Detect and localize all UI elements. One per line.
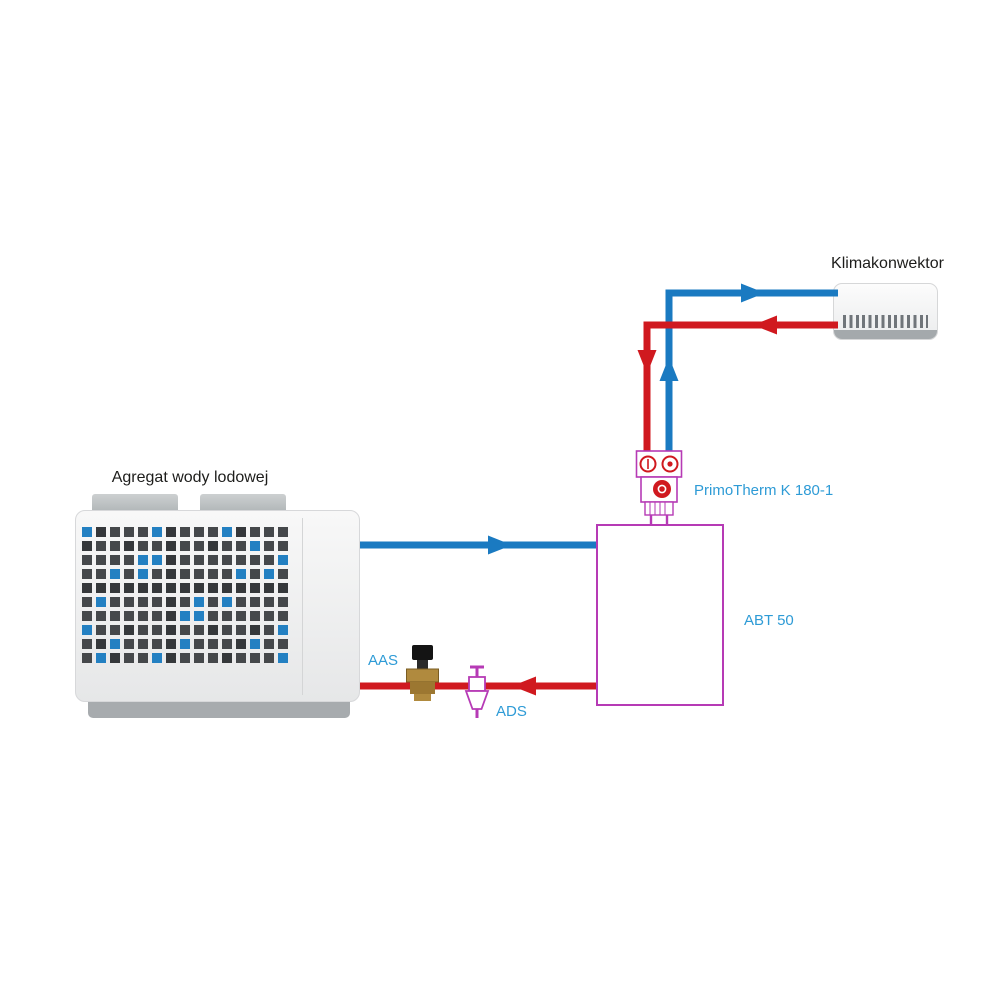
- pump-group-label: PrimoTherm K 180-1: [694, 482, 834, 499]
- flow-arrow-return: [512, 676, 536, 696]
- flow-arrow-top-supply: [741, 283, 765, 303]
- pipe-riser-blue: [665, 289, 838, 452]
- aas-valve: [406, 645, 439, 701]
- fan-coil-label: Klimakonwektor: [831, 255, 944, 272]
- flow-arrow-supply: [488, 535, 512, 555]
- buffer-tank-abt50: [596, 524, 724, 706]
- buffer-tank-label: ABT 50: [744, 612, 794, 629]
- flow-arrow-riser-up: [659, 357, 679, 381]
- pipe-riser-red: [643, 321, 838, 452]
- pump-group-primotherm: [635, 450, 683, 526]
- fan-coil-vent-grille: [843, 315, 928, 328]
- fan-coil-unit: [833, 283, 938, 340]
- ads-label: ADS: [496, 703, 527, 720]
- flow-arrow-riser-down: [637, 350, 657, 374]
- ads-dirt-separator: [464, 665, 490, 718]
- chiller-label: Agregat wody lodowej: [111, 469, 269, 486]
- aas-label: AAS: [368, 652, 399, 669]
- fan-coil-base: [834, 330, 937, 339]
- flow-arrow-top-return: [753, 315, 777, 335]
